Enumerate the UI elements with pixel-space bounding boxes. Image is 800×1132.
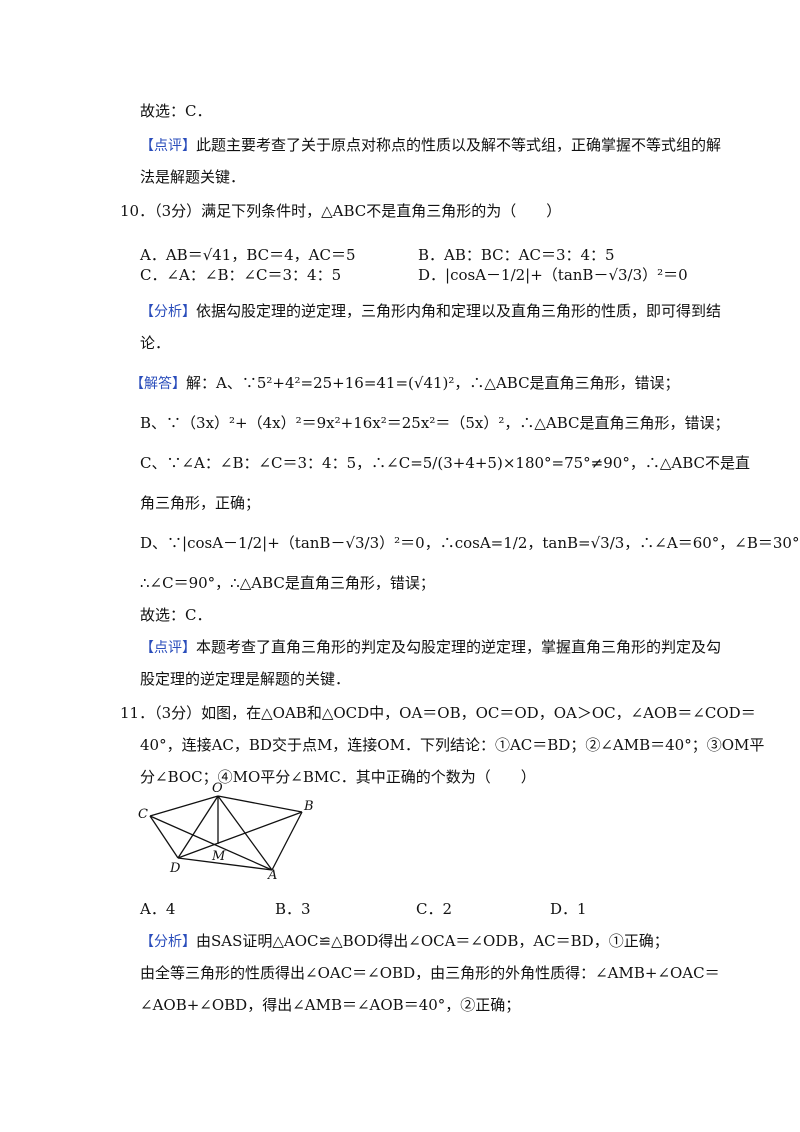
question-11-text-2: 40°，连接AC，BD交于点M，连接OM．下列结论：①AC＝BD；②∠AMB＝4… (140, 736, 765, 754)
question-11-line-1: 11．（3分）如图，在△OAB和△OCD中，OA＝OB，OC＝OD，OA＞OC，… (120, 702, 756, 724)
q11-option-b: B．3 (275, 898, 311, 920)
label-d: D (169, 861, 181, 876)
q11-option-d: D．1 (550, 898, 587, 920)
solution-text-d-cont: ∴∠C＝90°，∴△ABC是直角三角形，错误； (140, 574, 435, 592)
solution-line-7: 故选：C． (140, 604, 211, 626)
label-c: C (138, 807, 148, 822)
answer-text: 故选：C． (140, 102, 212, 120)
question-10-stem: 10．（3分）满足下列条件时，△ABC不是直角三角形的为（ ） (120, 200, 561, 222)
question-11-text-3: 分∠BOC；④MO平分∠BMC．其中正确的个数为（ ） (140, 768, 536, 786)
segment-ob (217, 795, 303, 813)
q11-analysis-line-1: 【分析】由SAS证明△AOC≌△BOD得出∠OCA＝∠ODB，AC＝BD，①正确… (140, 930, 669, 953)
solution-line-3: C、∵∠A：∠B：∠C＝3：4：5，∴∠C=5/(3+4+5)×180°=75°… (140, 452, 750, 474)
q11-analysis-text-1: 由SAS证明△AOC≌△BOD得出∠OCA＝∠ODB，AC＝BD，①正确； (196, 932, 669, 950)
q11-option-d-text: D．1 (550, 900, 587, 918)
comment-text: 此题主要考查了关于原点对称点的性质以及解不等式组，正确掌握不等式组的解 (196, 136, 722, 154)
q10-option-d: D．|cosA－1/2|+（tanB－√3/3）²＝0 (418, 264, 688, 286)
q10-option-c: C．∠A：∠B：∠C＝3：4：5 (140, 264, 341, 286)
label-o: O (212, 781, 223, 796)
segment-od (177, 795, 219, 859)
label-a: A (267, 868, 277, 880)
comment2-line-2: 股定理的逆定理是解题的关键． (140, 668, 350, 690)
q10-option-b: B．AB：BC：AC＝3：4：5 (418, 244, 615, 266)
solution-line-5: D、∵|cosA－1/2|+（tanB－√3/3）²＝0，∴cosA=1/2，t… (140, 532, 800, 554)
q11-option-c-text: C．2 (416, 900, 453, 918)
question-10-text: 10．（3分）满足下列条件时，△ABC不是直角三角形的为（ ） (120, 202, 562, 220)
analysis-tag: 【分析】 (140, 304, 196, 320)
answer-choice-line: 故选：C． (140, 100, 211, 122)
question-11-line-2: 40°，连接AC，BD交于点M，连接OM．下列结论：①AC＝BD；②∠AMB＝4… (140, 734, 764, 756)
q11-analysis-line-2: 由全等三角形的性质得出∠OAC＝∠OBD，由三角形的外角性质得：∠AMB+∠OA… (140, 962, 720, 984)
label-b: B (303, 799, 314, 814)
analysis-text: 依据勾股定理的逆定理，三角形内角和定理以及直角三角形的性质，即可得到结 (196, 302, 722, 320)
solution-text-b: B、∵（3x）²+（4x）²＝9x²+16x²＝25x²＝（5x）²，∴△ABC… (140, 414, 730, 432)
comment2-tag: 【点评】 (140, 640, 196, 656)
solution-line-4: 角三角形，正确； (140, 492, 260, 514)
label-m: M (211, 849, 226, 864)
solution-text-d: D、∵|cosA－1/2|+（tanB－√3/3）²＝0，∴cosA=1/2，t… (140, 534, 800, 552)
comment-text-cont: 法是解题关键． (140, 168, 246, 186)
comment2-text: 本题考查了直角三角形的判定及勾股定理的逆定理，掌握直角三角形的判定及勾 (196, 638, 722, 656)
question-11-text-1: 11．（3分）如图，在△OAB和△OCD中，OA＝OB，OC＝OD，OA＞OC，… (120, 704, 756, 722)
q11-option-c: C．2 (416, 898, 452, 920)
comment2-text-cont: 股定理的逆定理是解题的关键． (140, 670, 351, 688)
q10-option-a: A．AB＝√41，BC＝4，AC＝5 (140, 244, 356, 266)
q11-analysis-line-3: ∠AOB+∠OBD，得出∠AMB＝∠AOB＝40°，②正确； (140, 994, 520, 1016)
q11-analysis-text-2: 由全等三角形的性质得出∠OAC＝∠OBD，由三角形的外角性质得：∠AMB+∠OA… (140, 964, 720, 982)
comment-tag: 【点评】 (140, 138, 196, 154)
q11-analysis-text-3: ∠AOB+∠OBD，得出∠AMB＝∠AOB＝40°，②正确； (140, 996, 521, 1014)
comment2-line-1: 【点评】本题考查了直角三角形的判定及勾股定理的逆定理，掌握直角三角形的判定及勾 (140, 636, 721, 659)
analysis-text-cont: 论． (140, 334, 171, 352)
solution-answer: 故选：C． (140, 606, 212, 624)
q10-option-a-text: A．AB＝√41，BC＝4，AC＝5 (140, 246, 356, 264)
analysis-line-1: 【分析】依据勾股定理的逆定理，三角形内角和定理以及直角三角形的性质，即可得到结 (140, 300, 721, 323)
q11-analysis-tag: 【分析】 (140, 934, 196, 950)
solution-line-2: B、∵（3x）²+（4x）²＝9x²+16x²＝25x²＝（5x）²，∴△ABC… (140, 412, 730, 434)
solution-line-1: 【解答】解：A、∵5²+4²=25+16=41=(√41)²，∴△ABC是直角三… (130, 372, 680, 395)
segment-db (177, 811, 303, 859)
comment-line-2: 法是解题关键． (140, 166, 245, 188)
geometry-figure: O B C D M A (138, 781, 314, 880)
question-11-line-3: 分∠BOC；④MO平分∠BMC．其中正确的个数为（ ） (140, 766, 536, 788)
segment-ca (149, 815, 273, 871)
solution-text-a: 解：A、∵5²+4²=25+16=41=(√41)²，∴△ABC是直角三角形，错… (186, 374, 680, 392)
q11-option-b-text: B．3 (275, 900, 311, 918)
segment-cd (149, 815, 179, 859)
segment-da (177, 857, 273, 871)
q10-option-d-text: D．|cosA－1/2|+（tanB－√3/3）²＝0 (418, 266, 688, 284)
solution-text-c-cont: 角三角形，正确； (140, 494, 261, 512)
analysis-line-2: 论． (140, 332, 170, 354)
comment-line-1: 【点评】此题主要考查了关于原点对称点的性质以及解不等式组，正确掌握不等式组的解 (140, 134, 721, 157)
segment-ba (271, 811, 303, 871)
solution-line-6: ∴∠C＝90°，∴△ABC是直角三角形，错误； (140, 572, 435, 594)
solution-text-c: C、∵∠A：∠B：∠C＝3：4：5，∴∠C=5/(3+4+5)×180°=75°… (140, 454, 750, 472)
q10-option-c-text: C．∠A：∠B：∠C＝3：4：5 (140, 266, 342, 284)
q10-option-b-text: B．AB：BC：AC＝3：4：5 (418, 246, 615, 264)
q11-option-a-text: A．4 (140, 900, 176, 918)
segment-co (149, 795, 219, 817)
q11-option-a: A．4 (140, 898, 175, 920)
solution-tag: 【解答】 (130, 376, 186, 392)
